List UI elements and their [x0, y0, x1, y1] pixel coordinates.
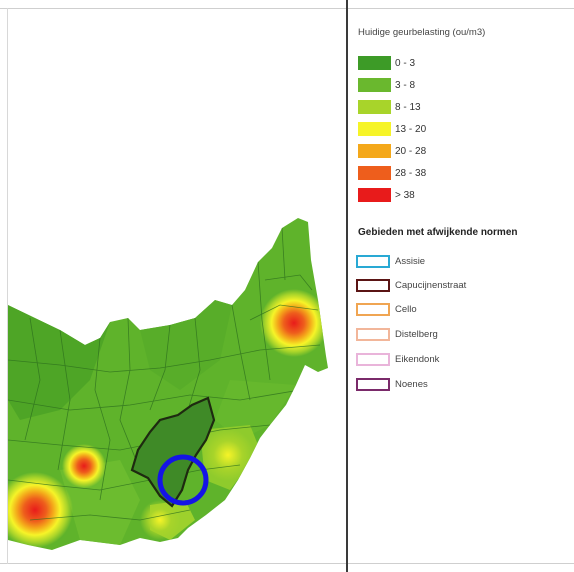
area-outline-swatch — [356, 353, 390, 366]
areas-title: Gebieden met afwijkende normen — [358, 227, 518, 238]
area-outline-swatch — [356, 328, 390, 341]
legend-class-label: 0 - 3 — [395, 57, 416, 69]
area-outline-swatch — [356, 279, 390, 292]
legend-title: Huidige geurbelasting (ou/m3) — [358, 27, 486, 38]
legend-class-label: 8 - 13 — [395, 101, 421, 113]
area-label: Cello — [395, 304, 417, 315]
legend-class-label: > 38 — [395, 189, 415, 201]
legend-class-row: 28 - 38 — [358, 166, 426, 180]
area-outline-swatch — [356, 378, 390, 391]
area-label: Distelberg — [395, 329, 438, 340]
area-label: Assisie — [395, 256, 426, 267]
legend-class-label: 28 - 38 — [395, 167, 427, 179]
legend-class-row: 20 - 28 — [358, 144, 426, 158]
legend-swatch — [358, 144, 391, 158]
legend-class-row: 8 - 13 — [358, 100, 421, 114]
area-outline-swatch — [356, 303, 390, 316]
legend-class-row: 13 - 20 — [358, 122, 426, 136]
area-label: Capucijnenstraat — [395, 280, 467, 291]
legend-swatch — [358, 122, 391, 136]
area-outline-swatch — [356, 255, 390, 268]
map-legend-divider — [346, 0, 348, 572]
legend-swatch — [358, 100, 391, 114]
legend-area-row: Distelberg — [356, 327, 438, 342]
area-label: Eikendonk — [395, 354, 440, 365]
frame-top-border — [0, 8, 574, 9]
frame-bottom-border — [0, 563, 574, 564]
parcel-lines — [8, 227, 321, 521]
legend-class-label: 20 - 28 — [395, 145, 427, 157]
municipality-region — [8, 218, 328, 550]
legend-class-row: 3 - 8 — [358, 78, 415, 92]
area-label: Noenes — [395, 379, 428, 390]
legend-class-label: 3 - 8 — [395, 79, 416, 91]
odour-map[interactable] — [0, 0, 346, 572]
legend-panel: Huidige geurbelasting (ou/m3) 0 - 3 3 - … — [356, 0, 574, 572]
legend-swatch — [358, 56, 391, 70]
location-marker[interactable] — [157, 454, 209, 506]
legend-area-row: Assisie — [356, 254, 425, 269]
frame-left-border — [7, 8, 8, 564]
legend-class-row: 0 - 3 — [358, 56, 415, 70]
legend-class-row: > 38 — [358, 188, 415, 202]
legend-area-row: Noenes — [356, 377, 428, 392]
capucijnenstraat-area — [130, 396, 216, 508]
legend-swatch — [358, 166, 391, 180]
legend-area-row: Eikendonk — [356, 352, 439, 367]
legend-area-row: Cello — [356, 302, 417, 317]
legend-swatch — [358, 188, 391, 202]
legend-swatch — [358, 78, 391, 92]
legend-class-label: 13 - 20 — [395, 123, 427, 135]
legend-area-row: Capucijnenstraat — [356, 278, 466, 293]
